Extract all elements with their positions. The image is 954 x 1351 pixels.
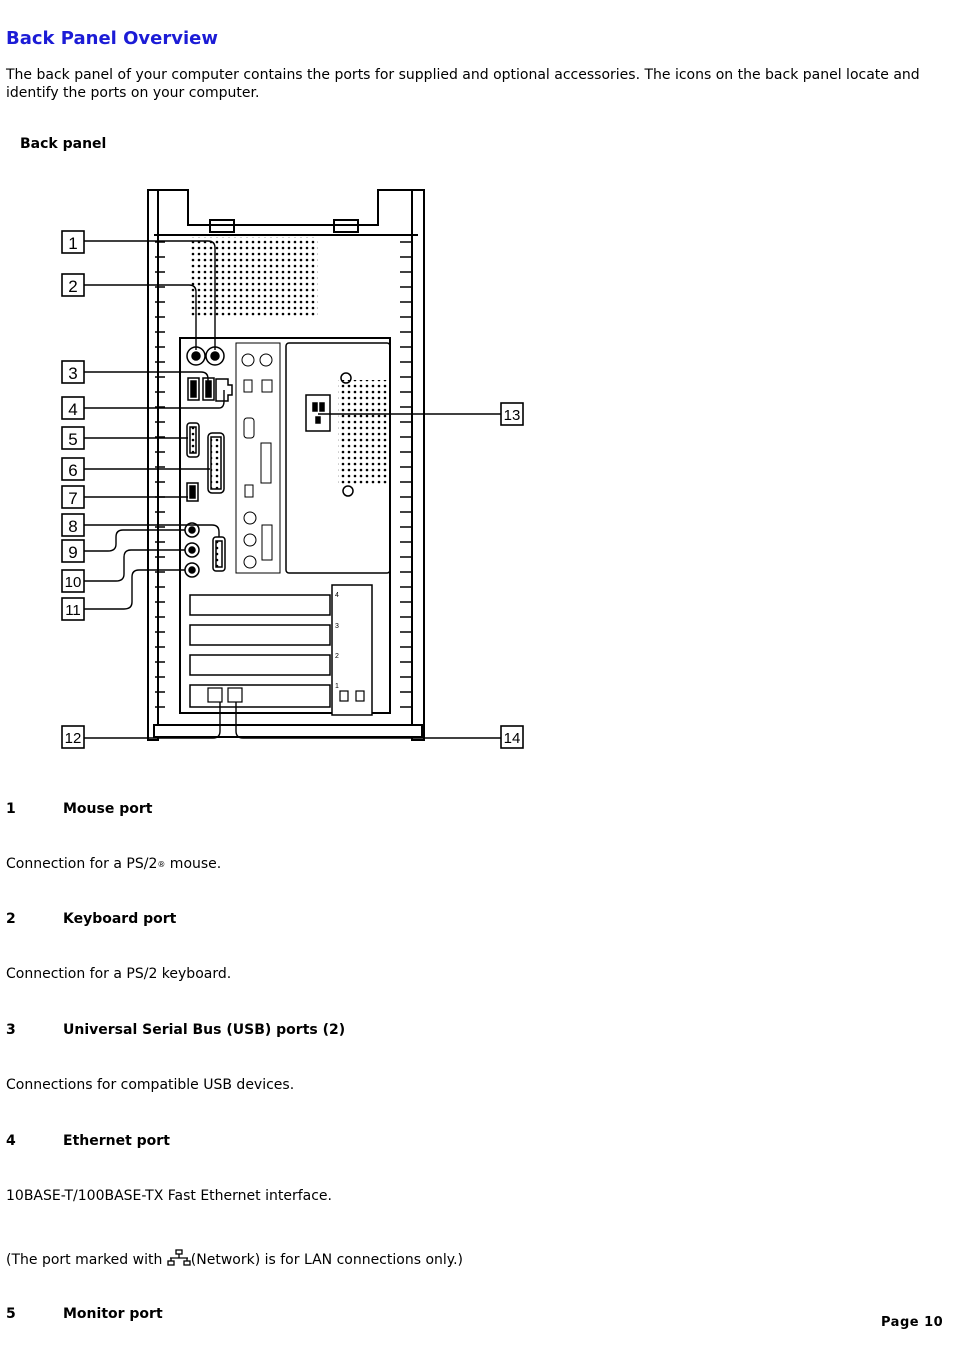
side-vents — [155, 241, 412, 708]
item-number: 5 — [6, 1306, 16, 1322]
callout-2: 2 — [68, 277, 77, 296]
callout-14: 14 — [504, 730, 521, 747]
item-description: 10BASE-T/100BASE-TX Fast Ethernet interf… — [6, 1188, 332, 1204]
vga-port — [186, 422, 200, 458]
callout-11: 11 — [65, 602, 81, 619]
page-number: Page 10 — [881, 1315, 944, 1330]
svg-text:3: 3 — [335, 623, 339, 630]
item-title: Universal Serial Bus (USB) ports (2) — [63, 1022, 346, 1038]
item-number: 4 — [6, 1133, 16, 1149]
intro-paragraph: The back panel of your computer contains… — [6, 67, 920, 101]
item-title: Ethernet port — [63, 1133, 170, 1149]
item-number: 2 — [6, 911, 16, 927]
callout-boxes — [61, 230, 524, 749]
callout-12: 12 — [65, 730, 82, 747]
modem-jacks — [207, 687, 365, 703]
item-title: Monitor port — [63, 1306, 163, 1322]
network-icon — [167, 1249, 191, 1266]
item-number: 1 — [6, 801, 16, 817]
leader-lines — [84, 240, 501, 739]
svg-text:1: 1 — [335, 683, 339, 690]
callout-7: 7 — [68, 489, 77, 508]
audio-jacks — [184, 522, 200, 578]
callout-3: 3 — [68, 364, 77, 383]
figure-caption: Back panel — [20, 136, 107, 152]
page-title: Back Panel Overview — [6, 28, 218, 49]
slot-numbers: 4 3 2 1 — [335, 592, 339, 690]
callout-13: 13 — [504, 407, 521, 424]
item-description: Connection for a PS/2 keyboard. — [6, 966, 232, 982]
item-note: (The port marked with (Network) is for L… — [6, 1249, 463, 1268]
registered-mark: ® — [157, 860, 166, 869]
firewire-port — [186, 482, 199, 502]
item-description: Connection for a PS/2® mouse. — [6, 856, 222, 872]
parallel-port — [207, 432, 225, 494]
callout-1: 1 — [68, 234, 77, 253]
expansion-slots — [189, 584, 373, 716]
item-description: Connections for compatible USB devices. — [6, 1077, 295, 1093]
usb-ports — [187, 377, 215, 401]
label-panel — [235, 342, 281, 574]
game-port — [212, 536, 226, 572]
callout-8: 8 — [68, 517, 77, 536]
callout-5: 5 — [68, 430, 77, 449]
callout-6: 6 — [68, 461, 77, 480]
callout-9: 9 — [68, 543, 77, 562]
item-title: Mouse port — [63, 801, 153, 817]
top-vent-grille — [190, 237, 318, 317]
callout-numbers: 1 2 3 4 5 6 7 8 9 10 11 12 13 14 — [65, 234, 521, 747]
callout-10: 10 — [65, 574, 82, 591]
svg-text:2: 2 — [335, 653, 339, 660]
svg-text:4: 4 — [335, 592, 339, 599]
item-title: Keyboard port — [63, 911, 177, 927]
power-supply — [285, 342, 391, 574]
item-number: 3 — [6, 1022, 16, 1038]
ps2-ports — [186, 346, 225, 366]
back-panel-diagram: 4 3 2 1 — [61, 189, 524, 749]
callout-4: 4 — [68, 400, 77, 419]
